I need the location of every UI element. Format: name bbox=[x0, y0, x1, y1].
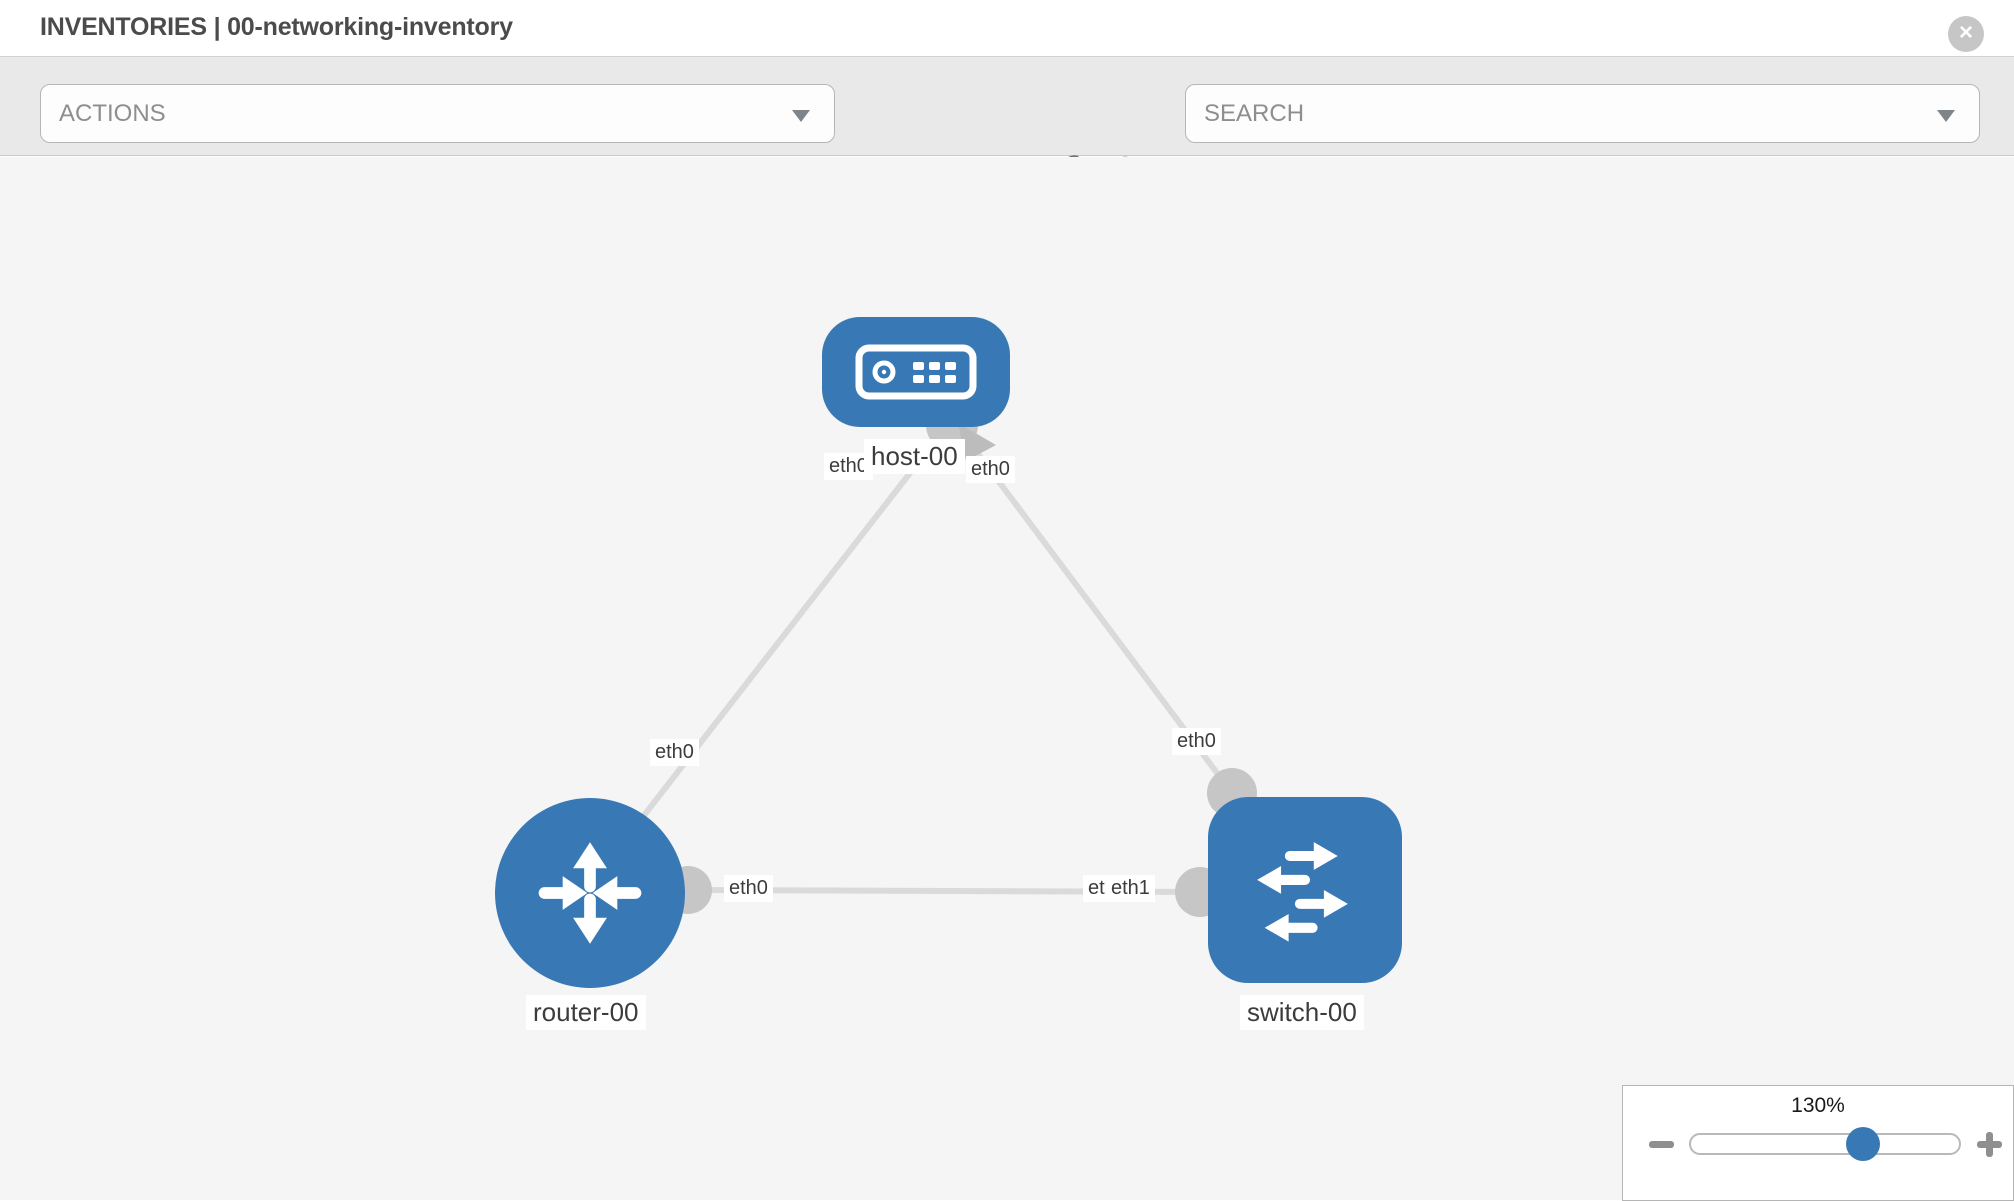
topology-canvas[interactable]: eth0 eth0 eth0 eth0 eth0 etl eth1 host-0… bbox=[0, 157, 2014, 1201]
node-router-00[interactable] bbox=[495, 798, 685, 988]
zoom-slider-track[interactable] bbox=[1689, 1133, 1961, 1155]
topology-links-layer bbox=[597, 399, 1257, 917]
zoom-slider-thumb[interactable] bbox=[1846, 1127, 1880, 1161]
close-icon[interactable]: × bbox=[1948, 16, 1984, 52]
actions-dropdown[interactable]: ACTIONS bbox=[40, 84, 835, 143]
chevron-down-icon bbox=[1937, 110, 1955, 122]
iface-label: eth0 bbox=[1172, 728, 1221, 755]
node-label-host: host-00 bbox=[864, 439, 965, 474]
page-header: INVENTORIES | 00-networking-inventory × bbox=[0, 0, 2014, 56]
iface-label: eth0 bbox=[724, 875, 773, 902]
router-icon bbox=[538, 842, 642, 944]
zoom-out-minus-icon[interactable] bbox=[1649, 1141, 1674, 1148]
iface-label: eth1 bbox=[1106, 875, 1155, 902]
toolbar: ACTIONS SEARCH bbox=[0, 56, 2014, 194]
iface-label: etl bbox=[1083, 875, 1115, 902]
actions-dropdown-label: ACTIONS bbox=[59, 100, 166, 127]
iface-label: eth0 bbox=[650, 739, 699, 766]
node-host-00[interactable] bbox=[822, 317, 1010, 427]
link-arrow-host bbox=[958, 423, 996, 461]
node-label-switch: switch-00 bbox=[1240, 995, 1364, 1030]
node-label-router: router-00 bbox=[526, 995, 646, 1030]
search-dropdown[interactable]: SEARCH bbox=[1185, 84, 1980, 143]
switch-icon bbox=[1257, 842, 1348, 942]
search-dropdown-label: SEARCH bbox=[1204, 100, 1305, 127]
zoom-in-plus-icon[interactable] bbox=[1977, 1132, 2002, 1157]
chevron-down-icon bbox=[792, 110, 810, 122]
page-title: INVENTORIES | 00-networking-inventory bbox=[40, 13, 513, 41]
zoom-percent-label: 130% bbox=[1791, 1094, 1845, 1117]
iface-label: eth0 bbox=[966, 456, 1015, 483]
host-icon bbox=[855, 344, 977, 400]
zoom-control-panel: 130% bbox=[1622, 1085, 2014, 1201]
link-host-router[interactable] bbox=[597, 417, 955, 874]
node-switch-00[interactable] bbox=[1208, 797, 1402, 983]
